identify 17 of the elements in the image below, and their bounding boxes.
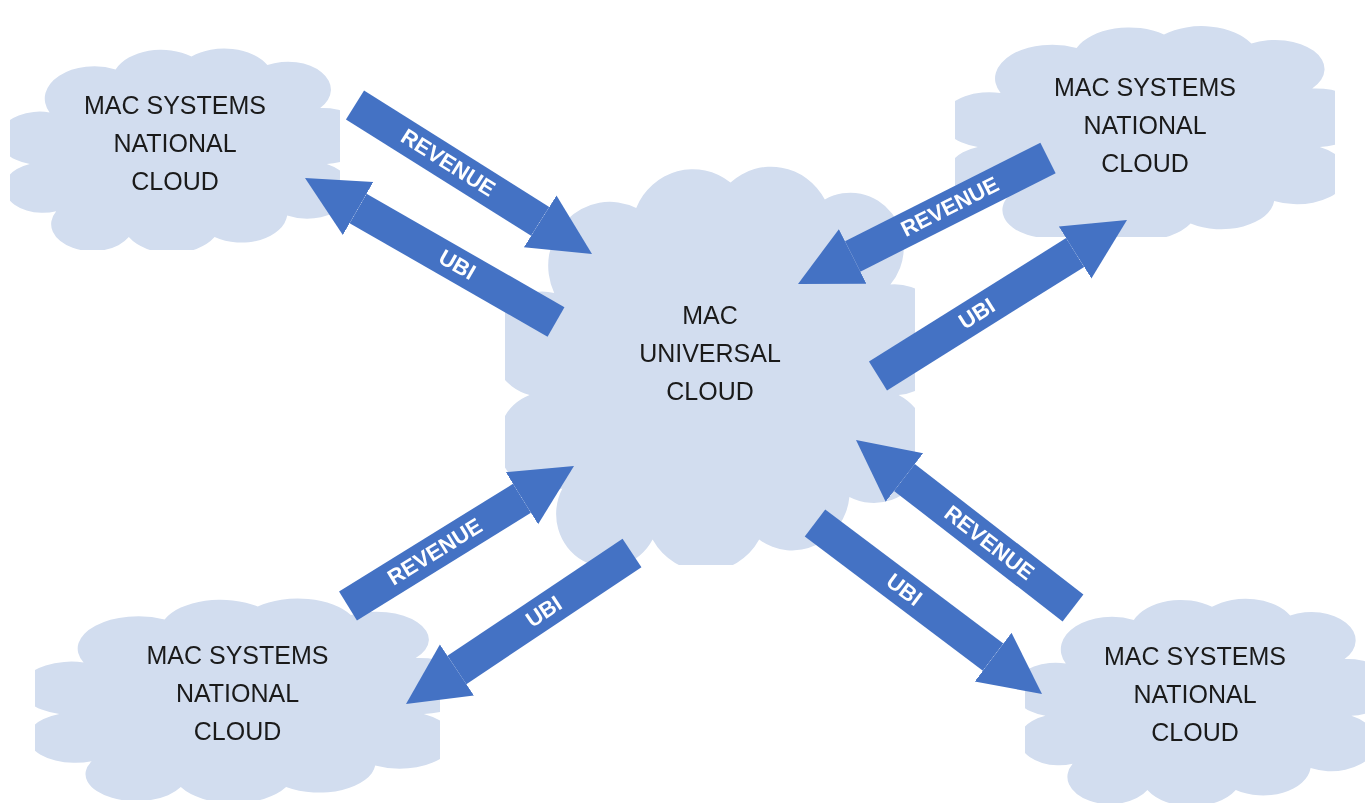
edge-label: UBI xyxy=(521,590,568,633)
block-arrow xyxy=(339,466,574,621)
block-arrow xyxy=(804,509,1042,694)
block-arrow xyxy=(305,178,565,337)
cloud-label: MAC UNIVERSAL CLOUD xyxy=(638,299,782,407)
cloud-label: MAC SYSTEMS NATIONAL CLOUD xyxy=(1053,71,1237,179)
edge-label: UBI xyxy=(881,568,927,612)
cloud-label: MAC SYSTEMS NATIONAL CLOUD xyxy=(83,89,267,197)
edge-label: UBI xyxy=(953,293,1000,336)
block-arrow xyxy=(798,142,1056,284)
edge-label: UBI xyxy=(434,244,480,286)
block-arrow xyxy=(406,538,642,704)
cloud-label: MAC SYSTEMS NATIONAL CLOUD xyxy=(1103,641,1287,748)
cloud-label: MAC SYSTEMS NATIONAL CLOUD xyxy=(145,639,330,747)
block-arrow xyxy=(856,440,1084,622)
block-arrow xyxy=(345,90,592,254)
block-arrow xyxy=(869,220,1127,391)
